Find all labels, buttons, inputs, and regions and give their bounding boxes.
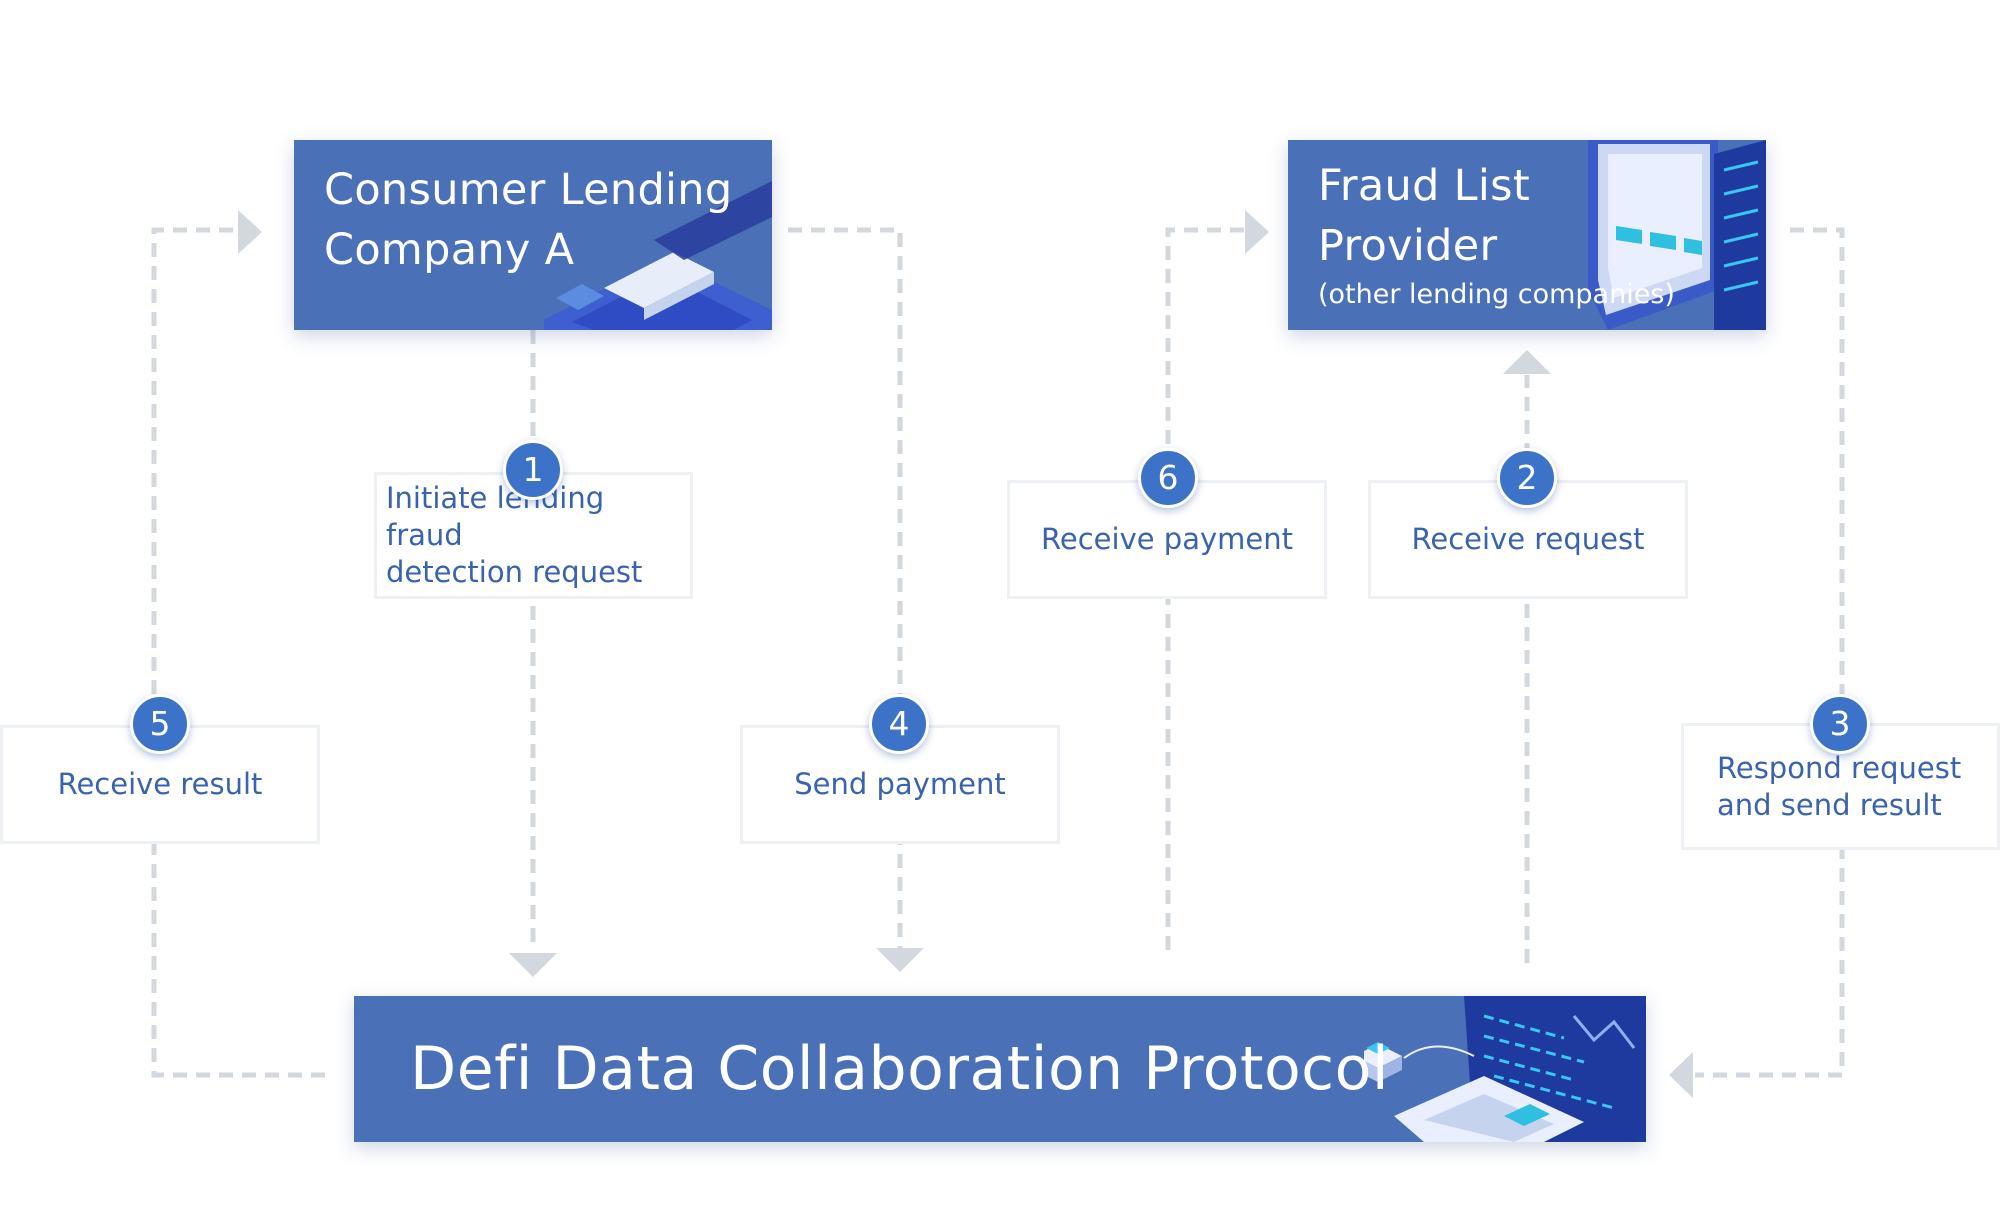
step-2-label-box: Receive request bbox=[1368, 480, 1688, 599]
connector-step-6 bbox=[1165, 227, 1245, 950]
step-5-label: Receive result bbox=[57, 767, 263, 801]
arrowhead-step-1 bbox=[509, 953, 557, 977]
step-1-badge: 1 bbox=[503, 440, 563, 500]
fraud-list-node: Fraud List Provider (other lending compa… bbox=[1288, 140, 1766, 330]
protocol-title: Defi Data Collaboration Protocol bbox=[410, 1034, 1390, 1104]
step-3-label: Respond request and send result bbox=[1717, 750, 1962, 822]
arrowhead-step-6 bbox=[1245, 210, 1269, 254]
laptop-illustration-icon bbox=[544, 181, 772, 330]
step-5-badge: 5 bbox=[130, 694, 190, 754]
step-1-label: Initiate lending fraud detection request bbox=[386, 481, 643, 589]
step-6-badge: 6 bbox=[1138, 448, 1198, 508]
connector-step-5 bbox=[151, 227, 325, 1078]
monitor-illustration-icon bbox=[1588, 140, 1766, 330]
fraud-list-title-line1: Fraud List bbox=[1318, 161, 1531, 211]
arrowhead-step-3 bbox=[1669, 1052, 1693, 1098]
fraud-list-subtitle: (other lending companies) bbox=[1318, 279, 1675, 310]
step-2-badge: 2 bbox=[1497, 448, 1557, 508]
server-laptop-illustration-icon bbox=[1364, 996, 1646, 1142]
arrowhead-step-2 bbox=[1503, 350, 1551, 374]
step-6-label: Receive payment bbox=[1041, 522, 1293, 556]
consumer-lending-title-line2: Company A bbox=[324, 225, 575, 275]
step-3-badge: 3 bbox=[1810, 694, 1870, 754]
connector-step-3 bbox=[1695, 227, 1845, 1078]
step-2-label: Receive request bbox=[1411, 522, 1645, 556]
step-4-label: Send payment bbox=[794, 767, 1006, 801]
fraud-list-title-line2: Provider bbox=[1318, 221, 1498, 271]
protocol-node: Defi Data Collaboration Protocol bbox=[354, 996, 1646, 1142]
step-3-label-box: Respond request and send result bbox=[1681, 723, 2000, 850]
arrowhead-step-5 bbox=[238, 210, 262, 254]
step-4-badge: 4 bbox=[869, 694, 929, 754]
consumer-lending-node: Consumer Lending Company A bbox=[294, 140, 772, 330]
arrowhead-step-4 bbox=[876, 948, 924, 972]
consumer-lending-title-line1: Consumer Lending bbox=[324, 165, 733, 215]
